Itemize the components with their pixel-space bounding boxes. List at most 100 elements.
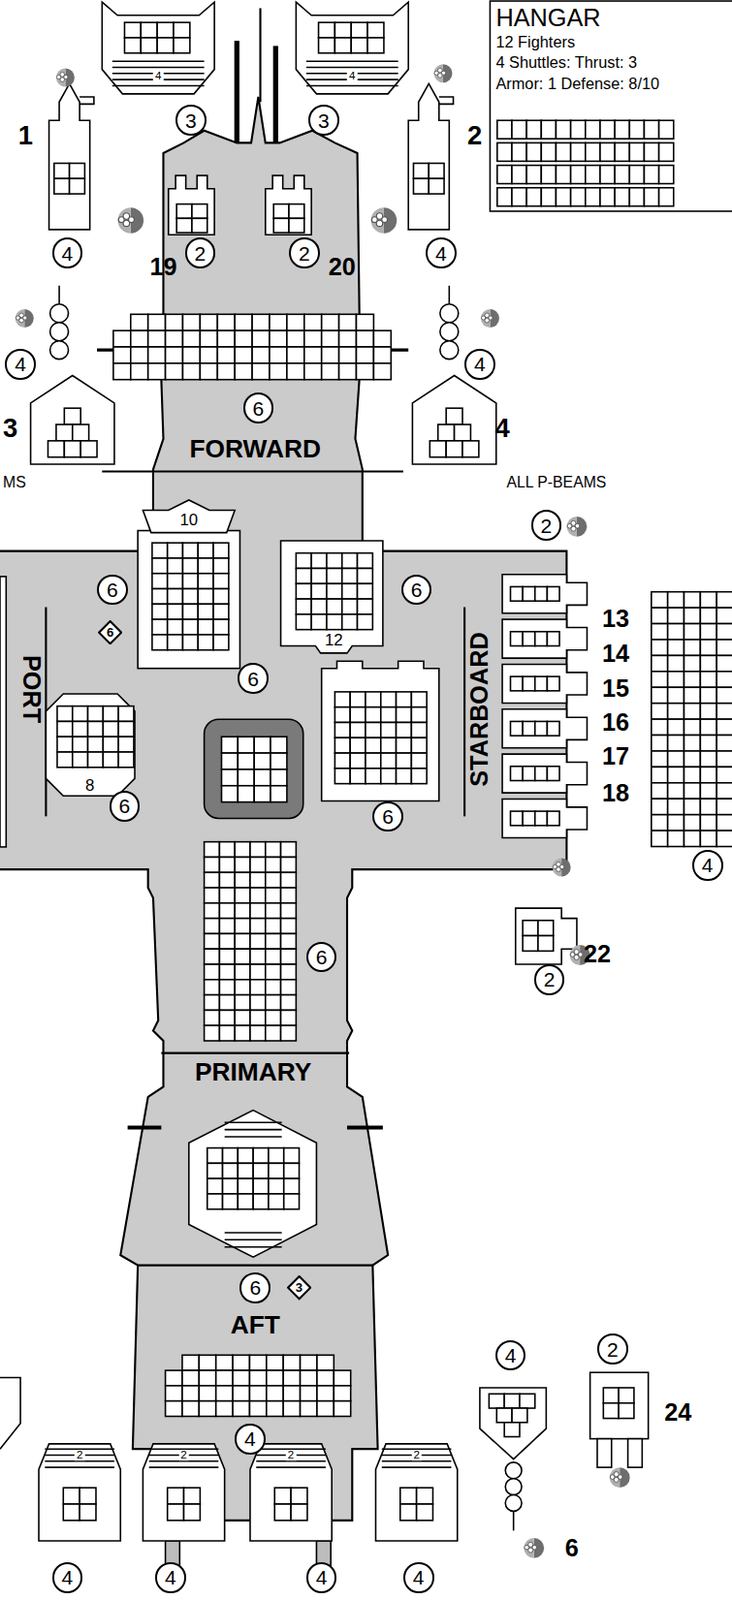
weapon-mounts: [168, 175, 215, 235]
structure-box: [57, 721, 73, 737]
structure-box: [326, 568, 343, 584]
structure-box: [357, 599, 374, 615]
weapon-mounts: [439, 96, 454, 104]
structure-box: [283, 1401, 300, 1418]
structure-box: [130, 347, 149, 364]
structure-box: [88, 752, 104, 768]
structure-box: [413, 178, 429, 194]
structure-box: [585, 188, 601, 207]
structure-box: [281, 949, 297, 965]
structure-box: [265, 995, 282, 1012]
structure-box: [365, 707, 382, 724]
weapon-mounts: [38, 1444, 121, 1542]
structure-box: [213, 542, 229, 559]
structure-box: [318, 22, 336, 38]
structure-box: [281, 842, 297, 859]
structure-box: [234, 1010, 251, 1026]
structure-box: [300, 1355, 318, 1371]
section-label: ALL P-BEAMS: [506, 475, 606, 491]
weapon-arc-value: 2: [178, 1450, 189, 1463]
weapon-arc-value: 2: [74, 1450, 85, 1463]
weapon-mounts: [502, 709, 587, 749]
armor-circle: 2: [288, 237, 320, 269]
structure-box: [284, 1148, 300, 1165]
structure-box: [165, 363, 184, 381]
structure-box: [716, 735, 732, 752]
structure-box: [546, 586, 560, 602]
structure-box: [265, 903, 282, 920]
hull: [101, 470, 404, 473]
armor-circle: 6: [401, 574, 433, 606]
structure-box: [333, 1386, 351, 1402]
structure-box: [72, 721, 89, 737]
structure-box: [700, 592, 717, 608]
p-beam-arc-icons: [609, 1467, 631, 1489]
structure-box: [684, 766, 701, 783]
structure-box: [350, 22, 368, 38]
structure-box: [283, 1370, 300, 1387]
structure-box: [250, 964, 266, 981]
stripe: [112, 85, 205, 88]
structure-box: [339, 347, 357, 364]
weapon-mounts: [505, 1479, 522, 1496]
structure-box: [509, 676, 523, 692]
structure-box: [600, 142, 615, 161]
structure-box: [668, 703, 685, 720]
structure-box: [428, 162, 445, 179]
weapon-mounts: [412, 375, 496, 465]
structure-box: [268, 1194, 285, 1210]
structure-box: [614, 142, 630, 161]
hull: [258, 7, 261, 102]
structure-box: [249, 1401, 266, 1418]
weapon-mounts: [31, 1, 649, 1567]
structure-box: [342, 614, 358, 631]
structure-box: [152, 589, 168, 605]
structure-box: [445, 441, 463, 458]
structure-box: [213, 589, 229, 605]
structure-box: [381, 737, 397, 754]
structure-box: [182, 635, 198, 651]
callout-number: 3: [2, 415, 18, 443]
structure-box: [252, 330, 270, 348]
structure-box: [511, 120, 527, 139]
weapon-mounts: [142, 500, 235, 534]
structure-box: [268, 1178, 285, 1195]
structure-box: [219, 903, 235, 920]
structure-box: [234, 949, 251, 965]
structure-box: [334, 37, 351, 54]
structure-box: [254, 769, 271, 787]
structure-box: [571, 165, 586, 185]
structure-box: [165, 1370, 183, 1387]
callout-number: 14: [602, 641, 630, 667]
hull: [0, 7, 567, 1521]
structure-box: [522, 766, 536, 782]
structure-box: [555, 165, 571, 185]
structure-box: [585, 142, 601, 161]
structure-box: [668, 751, 685, 767]
structure-box: [273, 204, 289, 220]
structure-box: [333, 1370, 351, 1387]
structure-box: [118, 752, 134, 768]
structure-box: [651, 592, 669, 608]
structure-box: [88, 721, 104, 737]
structure-box: [339, 330, 357, 348]
structure-box: [184, 1488, 201, 1505]
callout-number: 20: [328, 254, 356, 280]
structure-box: [668, 735, 685, 752]
structure-box: [102, 736, 119, 753]
structure-box: [249, 1386, 266, 1402]
structure-box: [234, 1025, 251, 1042]
structure-box: [381, 722, 397, 738]
structure-box: [555, 120, 571, 139]
structure-box: [716, 798, 732, 815]
structure-box: [167, 604, 184, 620]
structure-box: [266, 1355, 284, 1371]
structure-box: [219, 1010, 235, 1026]
structure-box: [250, 903, 266, 920]
weapon-mounts: [376, 1444, 458, 1542]
structure-box: [182, 619, 198, 636]
structure-box: [219, 919, 235, 935]
structure-box: [118, 706, 134, 723]
structure-box: [157, 37, 174, 54]
structure-box: [286, 330, 305, 348]
